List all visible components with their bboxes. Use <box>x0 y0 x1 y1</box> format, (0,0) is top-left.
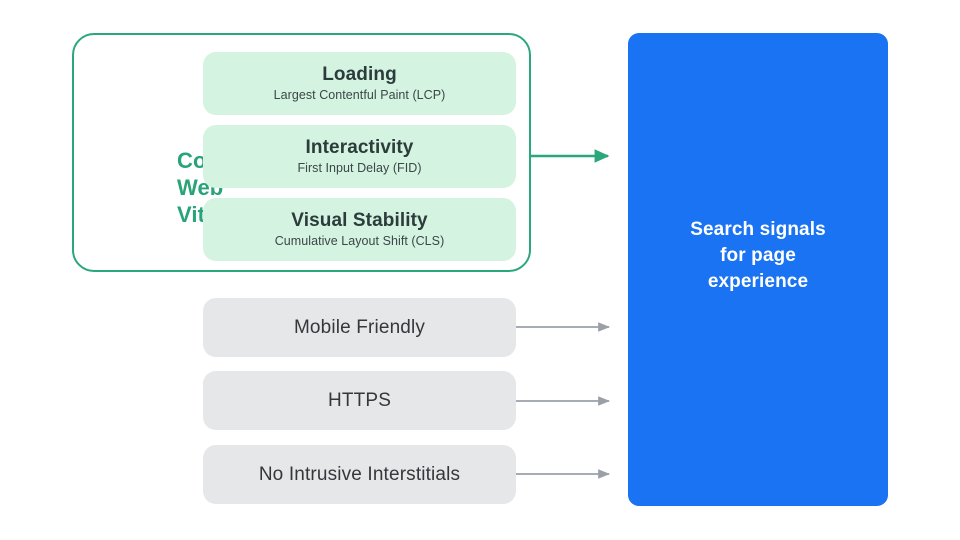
signal-box-no-intrusive-interstitials-label: No Intrusive Interstitials <box>258 463 461 485</box>
signal-box-no-intrusive-interstitials[interactable]: No Intrusive Interstitials <box>203 445 516 504</box>
vital-card-loading[interactable]: Loading Largest Contentful Paint (LCP) <box>203 52 516 115</box>
vital-card-visual-stability-title: Visual Stability <box>291 210 428 231</box>
vital-card-loading-subtitle: Largest Contentful Paint (LCP) <box>273 88 446 102</box>
search-signals-panel-title: Search signals for page experience <box>690 218 826 292</box>
vital-card-visual-stability[interactable]: Visual Stability Cumulative Layout Shift… <box>203 198 516 261</box>
signal-box-mobile-friendly[interactable]: Mobile Friendly <box>203 298 516 357</box>
vital-card-interactivity-title: Interactivity <box>305 137 414 158</box>
vital-card-loading-title: Loading <box>322 64 397 85</box>
search-signals-panel[interactable]: Search signals for page experience <box>628 33 888 506</box>
vital-card-visual-stability-subtitle: Cumulative Layout Shift (CLS) <box>274 234 445 248</box>
signal-box-mobile-friendly-label: Mobile Friendly <box>293 316 426 338</box>
vital-card-interactivity[interactable]: Interactivity First Input Delay (FID) <box>203 125 516 188</box>
signal-box-https-label: HTTPS <box>327 389 392 411</box>
signal-box-https[interactable]: HTTPS <box>203 371 516 430</box>
vital-card-interactivity-subtitle: First Input Delay (FID) <box>297 161 422 175</box>
